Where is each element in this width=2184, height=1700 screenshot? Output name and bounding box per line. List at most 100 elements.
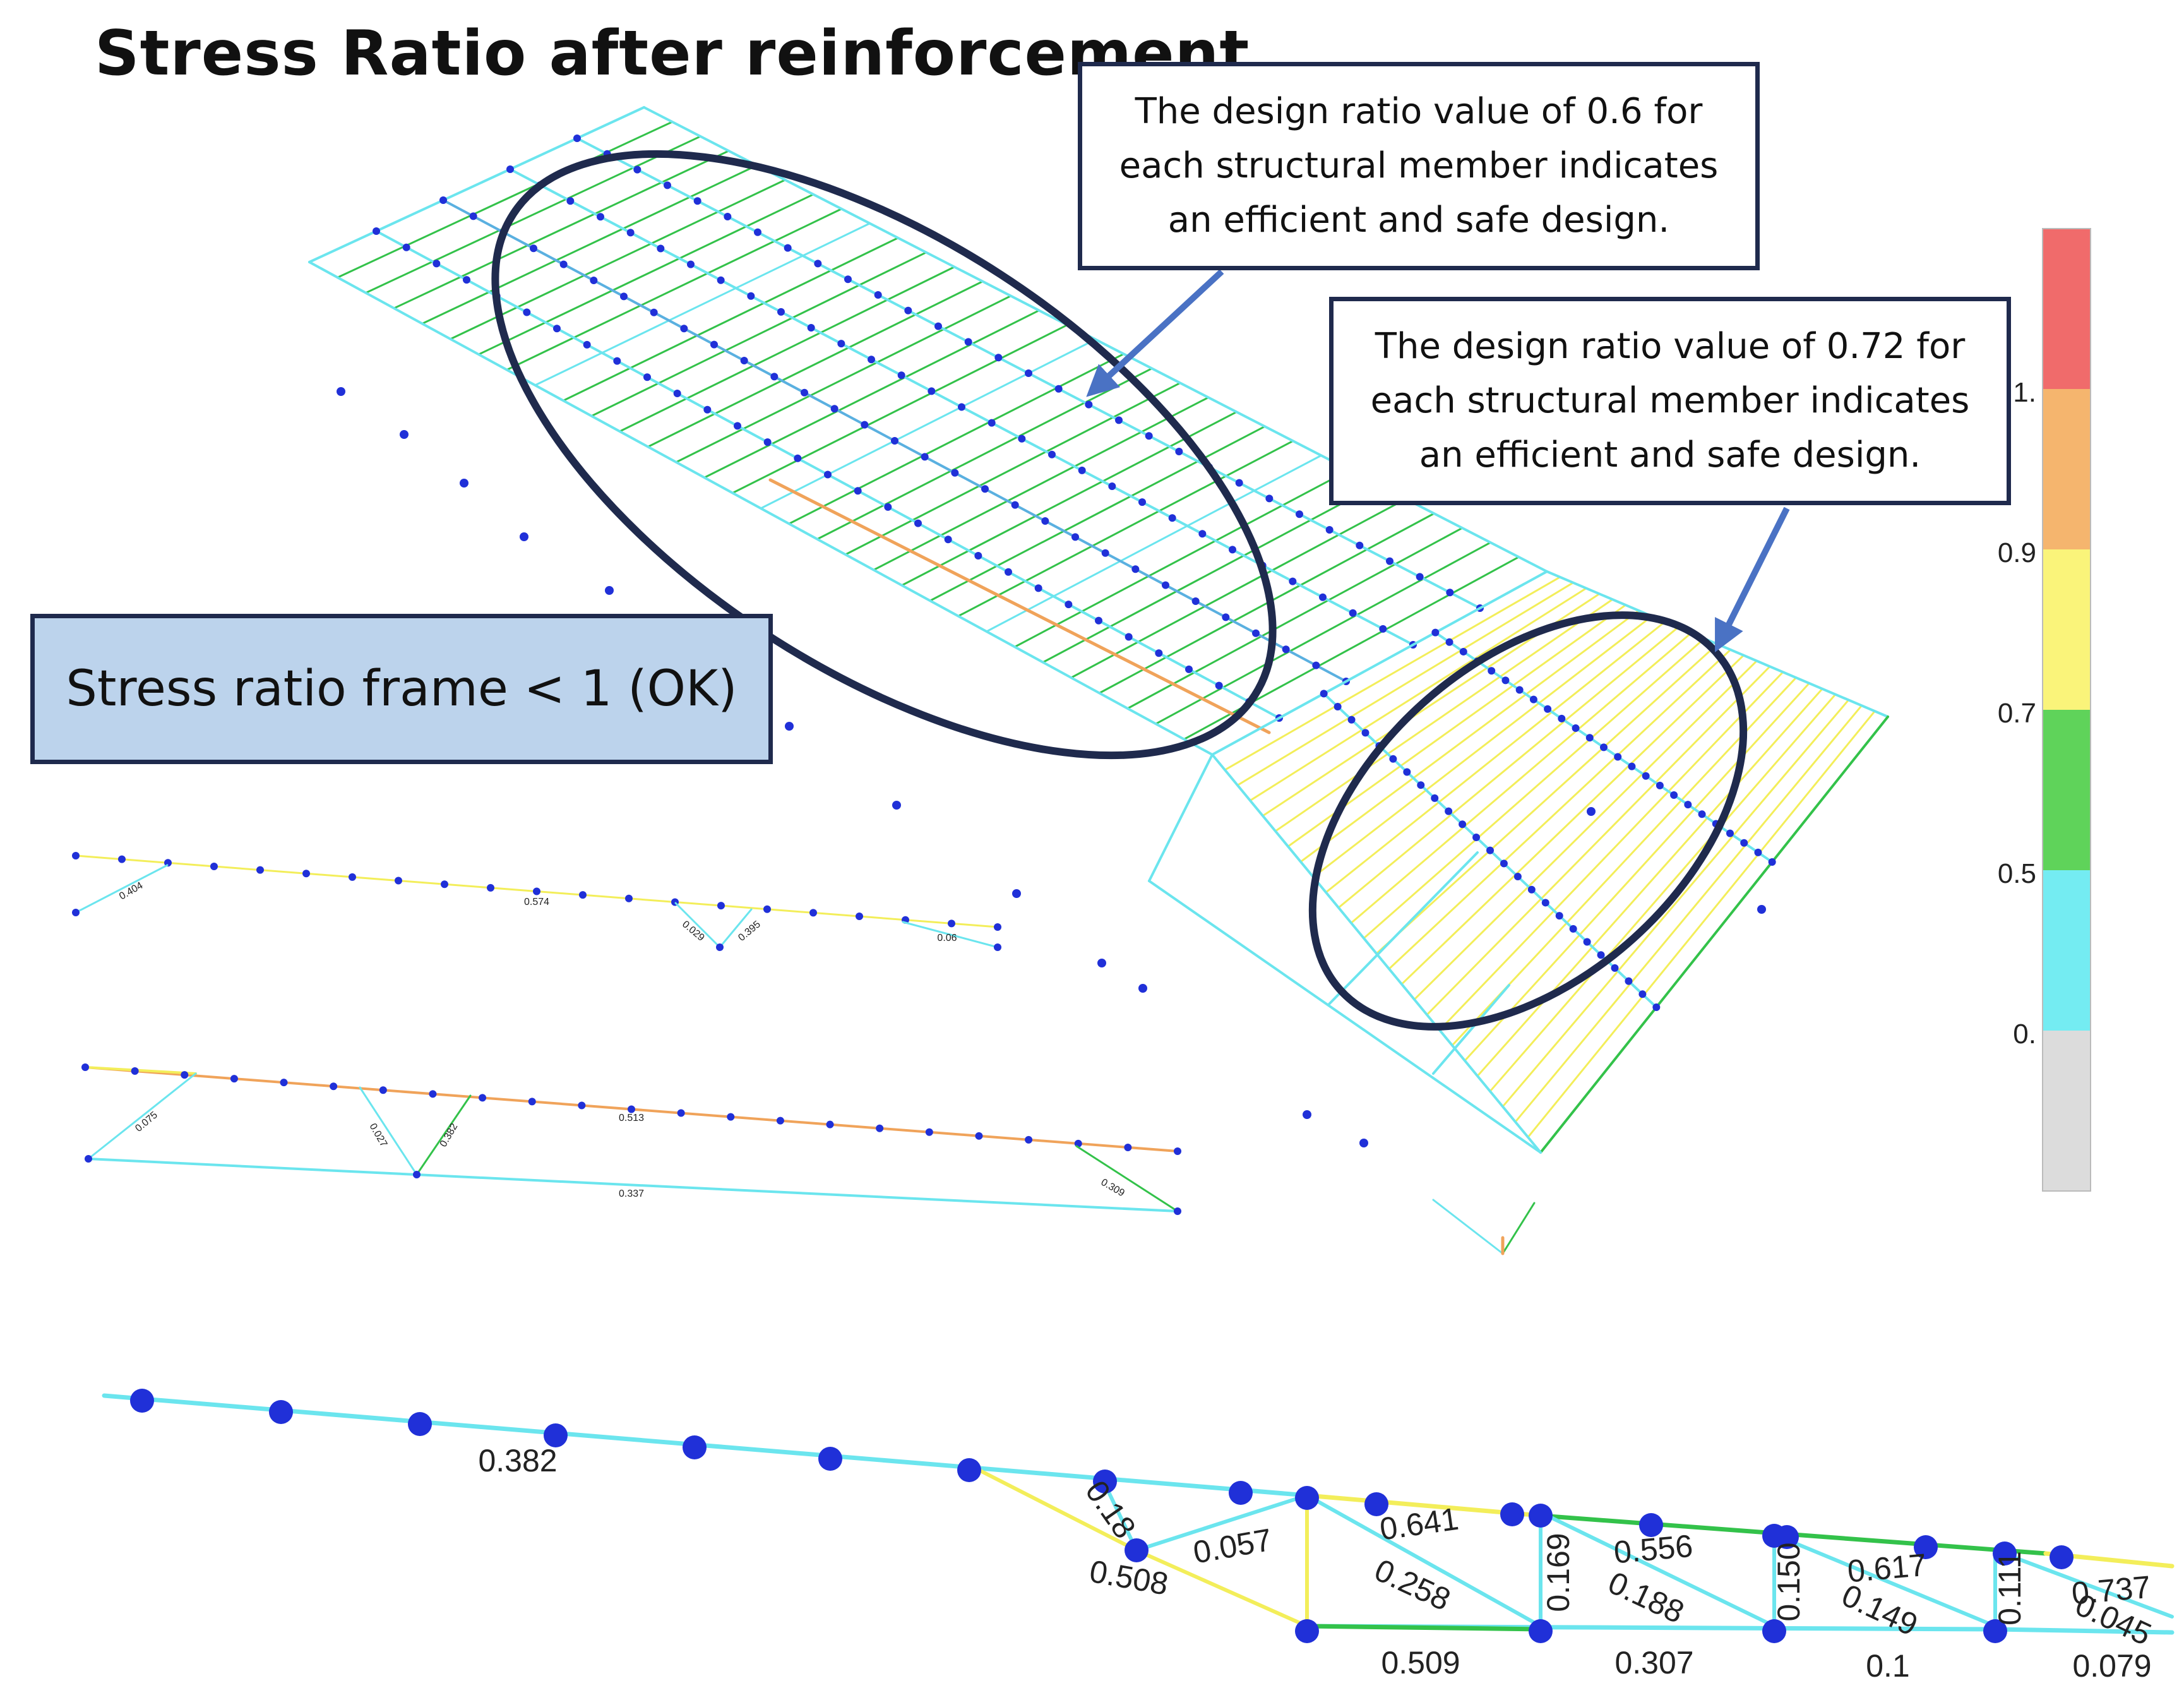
free-node (1012, 889, 1021, 898)
roof-node (1078, 466, 1086, 474)
roof-purlin-green (844, 381, 1181, 556)
truss2-node (1174, 1147, 1181, 1155)
truss1-node (994, 943, 1001, 951)
free-node (1587, 807, 1596, 816)
roof-node (664, 181, 671, 189)
callout-right: The design ratio value of 0.72 for each … (1329, 297, 2011, 505)
large-top-label: 0.737 (2070, 1569, 2152, 1612)
truss2-node (826, 1120, 834, 1128)
roof-node (1611, 964, 1619, 972)
roof-node (373, 227, 380, 235)
legend-segment (2043, 549, 2091, 710)
callout-right-line-2: each structural member indicates (1370, 380, 1970, 421)
roof-node (1071, 533, 1079, 541)
roof-purlin-yellow (1388, 649, 1732, 970)
roof-node (994, 354, 1003, 362)
roof-purlin-yellow (1274, 598, 1614, 832)
large-bottom-label: 0.509 (1381, 1645, 1460, 1680)
roof-purlin-yellow (1489, 693, 1837, 1092)
truss2-node (479, 1094, 487, 1102)
callout-right-line-3: an efficient and safe design. (1419, 434, 1921, 476)
roof-node (1349, 609, 1357, 617)
legend-segment (2043, 229, 2091, 389)
roof-purlin-green (703, 309, 1041, 479)
roof-purlin-green (731, 324, 1068, 494)
roof-purlin-green (1042, 483, 1379, 664)
roof-node (687, 260, 695, 268)
roof-node (1361, 729, 1369, 737)
roof-node (1698, 810, 1706, 818)
roof-node (1652, 1003, 1661, 1011)
large-bottom-chord (1993, 1627, 2175, 1635)
large-node (1914, 1535, 1938, 1559)
large-web (1135, 1493, 1309, 1552)
truss1-node (579, 891, 587, 899)
roof-node (1386, 557, 1393, 565)
truss2-label: 0.513 (619, 1113, 644, 1123)
roof-purlin-green (449, 179, 786, 340)
roof-node (566, 197, 575, 205)
roof-purlin-green (421, 164, 758, 325)
truss1-node (72, 909, 80, 916)
roof-node (1500, 859, 1508, 868)
roof-node (1459, 820, 1467, 829)
large-vertical-label: 0.150 (1771, 1542, 1806, 1621)
truss1-node (487, 883, 494, 892)
large-top-label: 0.617 (1846, 1547, 1928, 1589)
roof-purlin-green (929, 425, 1266, 602)
roof-node (874, 291, 882, 299)
free-node (1757, 905, 1766, 914)
large-bottom-label: 0.307 (1614, 1645, 1693, 1680)
roof-node (1558, 714, 1566, 722)
roof-purlin-yellow (1249, 587, 1587, 802)
large-vertical-label: 0.111 (1992, 1551, 2027, 1625)
roof-purlin-green (562, 237, 899, 402)
roof-node (650, 308, 658, 316)
roof-node (1740, 839, 1748, 847)
truss1-node (948, 919, 955, 928)
roof-node (988, 419, 996, 427)
roof-node (944, 536, 952, 544)
roof-node (1459, 647, 1467, 655)
roof-node (801, 388, 808, 397)
color-legend: 1.0.90.70.50. (1998, 228, 2091, 1192)
roof-node (1486, 846, 1494, 854)
large-diagonal-label: 0.258 (1369, 1552, 1456, 1618)
truss1-node (256, 866, 264, 874)
large-diagonal-label: 0.188 (1603, 1565, 1690, 1631)
roof-node (1555, 912, 1563, 920)
large-node (1125, 1538, 1149, 1562)
large-bottom-label: 0.1 (1866, 1648, 1910, 1684)
ok-status-box: Stress ratio frame < 1 (OK) (30, 614, 773, 764)
callout-left-line-3: an efficient and safe design. (1167, 200, 1670, 241)
roof-member-orange (768, 478, 1271, 734)
roof-node (1614, 753, 1622, 761)
roof-edge-lower (1432, 984, 1510, 1075)
roof-node (1175, 448, 1183, 455)
roof-node (1544, 705, 1552, 713)
roof-node (1191, 597, 1200, 605)
truss2-node (628, 1105, 635, 1113)
large-node (2050, 1545, 2074, 1569)
roof-purlin-yellow (1363, 637, 1705, 940)
roof-purlin-green (986, 454, 1322, 633)
roof-node (1625, 977, 1633, 985)
free-node (892, 801, 901, 810)
roof-node (597, 213, 604, 221)
large-node (818, 1447, 842, 1471)
roof-node (1515, 686, 1524, 694)
roof-node (1768, 858, 1776, 866)
roof-purlin-green (1013, 469, 1351, 648)
roof-purlin-yellow (1426, 665, 1771, 1016)
roof-purlin-yellow (1224, 576, 1561, 771)
roof-edge (1211, 570, 1548, 756)
roof-node (1585, 734, 1594, 742)
truss2-node (776, 1116, 784, 1125)
roof-node (463, 276, 470, 284)
truss1-node (533, 887, 540, 895)
roof-node (1416, 573, 1424, 581)
roof-node (1312, 661, 1320, 669)
roof-node (657, 244, 665, 253)
roof-node (1445, 638, 1453, 646)
